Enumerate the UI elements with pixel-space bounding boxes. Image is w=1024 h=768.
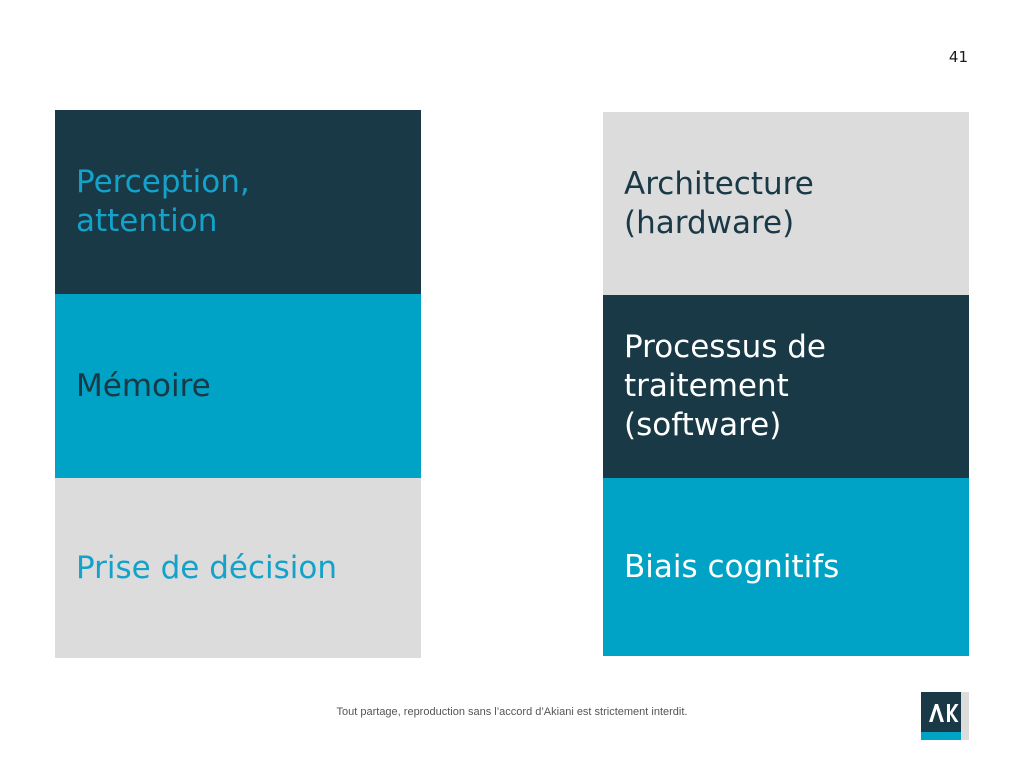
perception-attention-label: Perception, attention bbox=[76, 164, 250, 239]
architecture-label: Architecture (hardware) bbox=[624, 165, 814, 241]
processus-de-traitement-label: Processus de traitement (software) bbox=[624, 329, 826, 443]
prise-de-decision-block: Prise de décision bbox=[55, 478, 421, 658]
perception-attention-block: Perception, attention bbox=[55, 110, 421, 294]
akiani-logo-icon bbox=[921, 692, 969, 740]
memoire-block: Mémoire bbox=[55, 294, 421, 478]
biais-cognitifs-block: Biais cognitifs bbox=[603, 478, 969, 656]
prise-de-decision-label: Prise de décision bbox=[76, 549, 337, 586]
page-number: 41 bbox=[948, 48, 968, 66]
biais-cognitifs-label: Biais cognitifs bbox=[624, 548, 840, 585]
footer-copyright: Tout partage, reproduction sans l’accord… bbox=[336, 706, 688, 718]
processus-de-traitement-block: Processus de traitement (software) bbox=[603, 295, 969, 478]
architecture-block: Architecture (hardware) bbox=[603, 112, 969, 295]
memoire-label: Mémoire bbox=[76, 367, 211, 404]
